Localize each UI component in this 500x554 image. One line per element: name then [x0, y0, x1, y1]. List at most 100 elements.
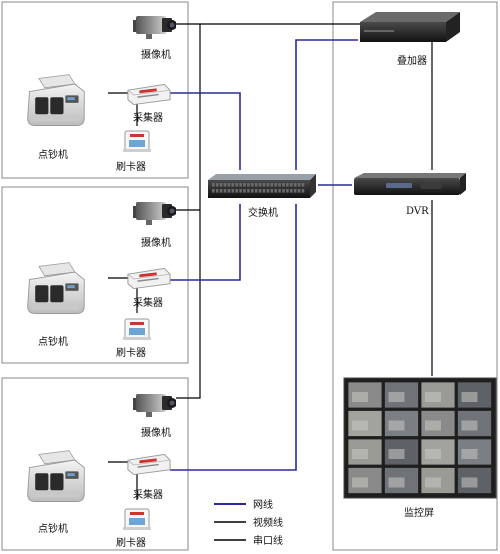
switch-port: [212, 183, 215, 187]
switch-port: [243, 183, 246, 187]
branch-1: 摄像机 点钞机 采集器 刷卡器: [27, 16, 176, 173]
switch-port: [270, 183, 274, 187]
switch-port: [282, 189, 285, 193]
dvr-icon: [354, 173, 466, 195]
switch-port: [278, 183, 281, 187]
collector-label: 采集器: [133, 111, 163, 124]
switch-port: [231, 189, 235, 193]
reader-label: 刷卡器: [116, 346, 146, 359]
monitor-label: 监控屏: [404, 506, 434, 519]
branch-frame-3: [1, 377, 189, 551]
switch-port: [297, 189, 301, 193]
switch-port: [290, 183, 293, 187]
switch-port: [270, 189, 274, 193]
switch-port: [239, 183, 242, 187]
branch-frame-2: [1, 186, 189, 364]
switch-port: [290, 189, 293, 193]
switch-port: [227, 189, 231, 193]
card-reader-icon: [122, 130, 152, 153]
money-counter-icon: [27, 450, 85, 502]
counter-label: 点钞机: [38, 148, 68, 161]
reader-label: 刷卡器: [116, 160, 146, 173]
collector-box-icon: [127, 453, 171, 476]
screen-scene: [461, 477, 478, 488]
switch-port: [247, 189, 250, 193]
screen-scene: [352, 449, 368, 459]
screen-scene: [388, 420, 405, 431]
switch-port: [266, 189, 270, 193]
collector-box-icon: [127, 83, 171, 106]
switch-port: [247, 183, 250, 187]
screen-scene: [388, 392, 405, 402]
switch-port: [274, 183, 277, 187]
cctv-camera-icon: [133, 202, 176, 225]
serial-lines: [108, 92, 138, 500]
legend-label-network: 网线: [253, 498, 273, 511]
collector-label: 采集器: [133, 296, 163, 309]
switch-port: [243, 189, 246, 193]
money-counter-icon: [27, 262, 85, 314]
switch-port: [223, 183, 227, 187]
switch-port: [274, 189, 277, 193]
switch-port: [293, 189, 297, 193]
switch-port: [254, 183, 258, 187]
wall-screens: [347, 381, 492, 494]
counter-label: 点钞机: [38, 522, 68, 535]
switch-port: [235, 183, 238, 187]
switch-port: [219, 183, 223, 187]
screen-scene: [388, 449, 405, 459]
overlay-label: 叠加器: [397, 55, 427, 67]
switch-port: [266, 183, 270, 187]
collector-label: 采集器: [133, 488, 163, 501]
switch-port: [223, 189, 227, 193]
counter-label: 点钞机: [38, 335, 68, 348]
branch-frame-1: [1, 1, 189, 179]
screen-scene: [425, 449, 441, 459]
screen-scene: [352, 477, 368, 488]
camera-label: 摄像机: [141, 236, 171, 249]
cctv-camera-icon: [133, 394, 176, 417]
switch-port: [258, 183, 262, 187]
center-frame: [332, 1, 498, 551]
switch-port: [231, 183, 235, 187]
card-reader-icon: [122, 508, 152, 531]
switch-port: [212, 189, 215, 193]
legend: 网线 视频线 串口线: [214, 498, 283, 547]
switch-port: [301, 189, 305, 193]
dvr-unit: DVR: [354, 173, 466, 217]
camera-label: 摄像机: [141, 426, 171, 439]
switch-port: [297, 183, 301, 187]
reader-label: 刷卡器: [116, 536, 146, 549]
switch-port: [215, 183, 219, 187]
switch-port: [215, 189, 219, 193]
switch-port: [262, 183, 266, 187]
network-lines: [170, 39, 358, 471]
branch-2: 摄像机 点钞机 采集器 刷卡器: [27, 202, 176, 359]
video-wall: 监控屏: [343, 377, 497, 519]
overlay-unit: 叠加器: [360, 12, 460, 67]
camera-label: 摄像机: [141, 48, 171, 61]
dvr-label: DVR: [406, 206, 429, 217]
switch-port: [227, 183, 231, 187]
switch-port: [254, 189, 258, 193]
card-reader-icon: [122, 318, 152, 341]
switch-port: [282, 183, 285, 187]
screen-scene: [461, 420, 478, 431]
network-switch: 交换机: [208, 174, 316, 219]
overlay-unit-icon: [360, 12, 460, 42]
switch-port: [235, 189, 238, 193]
switch-port: [293, 183, 297, 187]
screen-scene: [461, 449, 478, 459]
legend-label-video: 视频线: [253, 516, 283, 529]
legend-label-serial: 串口线: [253, 534, 283, 547]
switch-label: 交换机: [248, 206, 278, 219]
switch-port: [262, 189, 266, 193]
screen-scene: [461, 392, 478, 402]
screen-scene: [388, 477, 405, 488]
cctv-camera-icon: [133, 16, 176, 39]
screen-scene: [425, 420, 441, 431]
screen-scene: [425, 477, 441, 488]
